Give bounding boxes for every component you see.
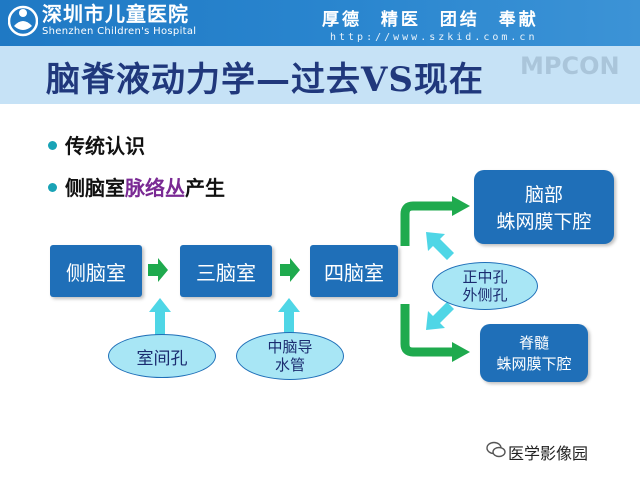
bullet-dot-icon xyxy=(48,141,57,150)
node-spinal-line2: 蛛网膜下腔 xyxy=(496,355,572,373)
connector-foramen-monro: 室间孔 xyxy=(108,334,216,378)
bullet-dot-icon xyxy=(48,183,57,192)
hospital-url: http://www.szkid.com.cn xyxy=(330,32,538,43)
title-bar xyxy=(0,46,640,104)
node-brain-line1: 脑部 xyxy=(524,184,563,206)
node-spinal-subarachnoid: 脊髓 蛛网膜下腔 xyxy=(480,324,588,382)
bullet-text-highlight: 脉络丛 xyxy=(125,176,185,200)
watermark-logo: MPCON xyxy=(520,52,620,80)
hospital-motto: 厚德 精医 团结 奉献 xyxy=(322,10,539,30)
slide-title: 脑脊液动力学—过去VS现在 xyxy=(46,60,484,100)
bullet-text-post: 产生 xyxy=(185,176,225,200)
node-third-ventricle: 三脑室 xyxy=(180,245,272,297)
connector-foramen-monro-label: 室间孔 xyxy=(136,348,188,369)
arrow-up-icon xyxy=(149,298,171,340)
connector-aqueduct-line1: 中脑导 xyxy=(267,338,313,356)
arrow-up-icon xyxy=(278,298,300,340)
connector-foramina-line1: 正中孔 xyxy=(462,268,508,286)
arrow-diagonal-up-icon xyxy=(426,232,454,260)
node-lateral-ventricle: 侧脑室 xyxy=(50,245,142,297)
arrow-diagonal-down-icon xyxy=(426,302,454,330)
bullet-text-pre: 侧脑室 xyxy=(65,176,125,200)
arrow-right-icon xyxy=(148,258,168,282)
connector-foramina-line2: 外侧孔 xyxy=(462,286,508,304)
arrow-to-brain-icon xyxy=(400,201,454,246)
arrow-to-spinal-icon xyxy=(400,304,454,357)
bullet-text: 传统认识 xyxy=(65,134,145,158)
hospital-name-en: Shenzhen Children's Hospital xyxy=(42,26,197,37)
hospital-name-cn: 深圳市儿童医院 xyxy=(42,2,189,26)
arrow-right-icon xyxy=(280,258,300,282)
connector-aqueduct-line2: 水管 xyxy=(274,356,305,374)
wechat-icon xyxy=(486,441,506,458)
connector-aqueduct: 中脑导 水管 xyxy=(236,332,344,380)
node-brain-line2: 蛛网膜下腔 xyxy=(496,211,592,233)
hospital-logo-icon xyxy=(8,5,38,37)
node-spinal-line1: 脊髓 xyxy=(518,334,549,352)
hospital-brand: 深圳市儿童医院 Shenzhen Children's Hospital xyxy=(42,2,196,38)
bullet-traditional: 传统认识 xyxy=(48,130,145,159)
header-bar: 深圳市儿童医院 Shenzhen Children's Hospital 厚德 … xyxy=(0,0,640,46)
bullet-choroid: 侧脑室脉络丛产生 xyxy=(48,172,225,201)
connector-foramina: 正中孔 外侧孔 xyxy=(432,262,538,310)
footer-account: 医学影像园 xyxy=(508,444,589,463)
node-fourth-ventricle: 四脑室 xyxy=(310,245,398,297)
node-brain-subarachnoid: 脑部 蛛网膜下腔 xyxy=(474,170,614,244)
